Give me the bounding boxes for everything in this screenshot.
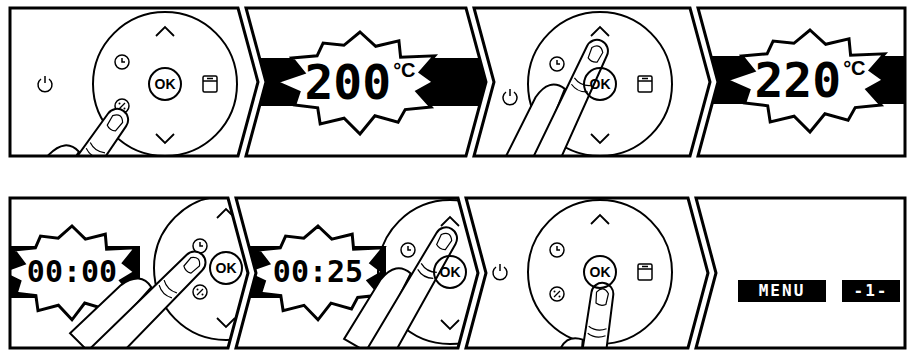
- button-label: OK: [216, 261, 237, 275]
- clock-icon: [550, 57, 564, 71]
- oven-icon: [638, 264, 652, 280]
- text-holder: -1-: [842, 280, 900, 302]
- text-holder: 200°C: [290, 52, 430, 112]
- temperature-icon: [193, 285, 207, 299]
- unit-label: °C: [393, 60, 415, 80]
- node-outline: [466, 198, 708, 348]
- panel-outline: [246, 8, 486, 156]
- display-box: MENU: [738, 280, 826, 302]
- pressing-finger: [504, 25, 613, 182]
- button-outline: [210, 252, 242, 284]
- pressing-finger: [545, 278, 616, 352]
- pressing-finger: [7, 89, 134, 240]
- step-panel: 200°C: [246, 8, 486, 156]
- ok-button: OK: [209, 251, 243, 285]
- step-panel: OK: [474, 8, 710, 156]
- ok-button: OK: [148, 67, 182, 101]
- text-holder: 00:00: [10, 242, 134, 302]
- down-arrow: [156, 134, 174, 143]
- node-outline: [10, 8, 258, 156]
- step-panel: OK: [466, 198, 708, 348]
- flash-burst: [276, 32, 434, 134]
- button-outline: [584, 68, 616, 100]
- power-icon: [503, 89, 517, 105]
- text-holder: MENU: [738, 280, 826, 302]
- up-arrow: [591, 215, 609, 224]
- display-box: -1-: [842, 280, 900, 302]
- display-reading: 200: [304, 58, 391, 106]
- button-outline: [149, 68, 181, 100]
- node-outline: [696, 198, 905, 348]
- pressing-finger: [70, 228, 211, 352]
- text-holder: [466, 198, 708, 348]
- button-label: OK: [155, 77, 176, 91]
- panel-outline: [696, 198, 905, 348]
- text-holder: 00:25: [248, 242, 388, 302]
- up-arrow: [591, 27, 609, 36]
- panel-outline: [474, 8, 710, 156]
- text-holder: OK: [583, 255, 617, 289]
- clock-icon: [401, 243, 415, 257]
- power-icon: [38, 76, 52, 92]
- ok-button: OK: [583, 255, 617, 289]
- panel-outline: [236, 198, 478, 348]
- flash-burst: [245, 226, 384, 320]
- display-text: -1-: [854, 283, 889, 299]
- clock-icon: [115, 55, 129, 69]
- panel-outline: [10, 198, 248, 348]
- step-panel: 220°C: [698, 8, 905, 156]
- button-outline: [584, 256, 616, 288]
- ok-button: OK: [433, 255, 467, 289]
- button-label: OK: [590, 265, 611, 279]
- display-reading: 220: [754, 56, 841, 104]
- text-holder: OK: [209, 251, 243, 285]
- oven-icon: [638, 76, 652, 92]
- text-holder: [696, 198, 905, 348]
- clock-icon: [550, 243, 564, 257]
- text-holder: OK: [148, 67, 182, 101]
- down-arrow: [217, 318, 235, 327]
- step-panel: MENU -1-: [696, 198, 905, 348]
- ok-button: OK: [583, 67, 617, 101]
- step-panel: 00:25 OK: [236, 198, 478, 348]
- unit-label: °C: [843, 58, 865, 78]
- text-holder: OK: [433, 255, 467, 289]
- step-panel: 00:00 OK: [10, 198, 248, 348]
- text-holder: 220°C: [740, 50, 880, 110]
- temperature-icon: [550, 287, 564, 301]
- timer-reading: 00:00: [27, 257, 117, 287]
- panel-outline: [698, 8, 905, 156]
- flash-burst: [726, 30, 884, 132]
- step-panel: OK: [10, 8, 258, 156]
- panel-outline: [10, 8, 258, 156]
- text-holder: [10, 8, 258, 156]
- up-arrow: [441, 217, 459, 226]
- display-text: MENU: [759, 283, 806, 299]
- oven-icon: [203, 76, 217, 92]
- timer-reading: 00:25: [273, 257, 363, 287]
- power-icon: [493, 264, 507, 280]
- button-label: OK: [590, 77, 611, 91]
- down-arrow: [441, 320, 459, 329]
- up-arrow: [156, 27, 174, 36]
- text-holder: OK: [583, 67, 617, 101]
- button-label: OK: [440, 265, 461, 279]
- down-arrow: [591, 134, 609, 143]
- button-outline: [434, 256, 466, 288]
- panel-outline: [466, 198, 708, 348]
